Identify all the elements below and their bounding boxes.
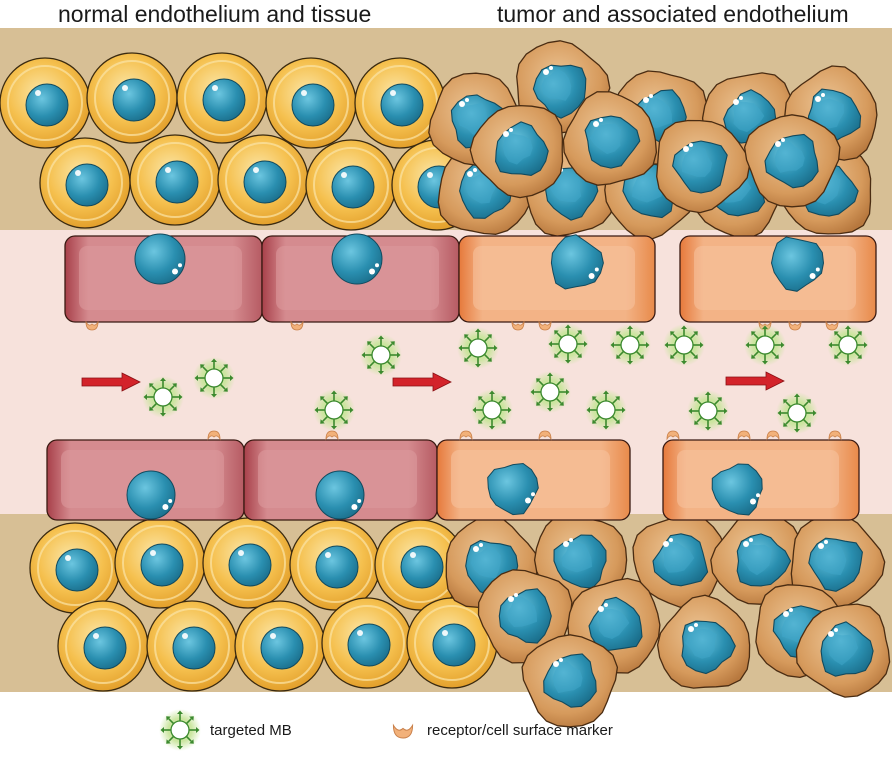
normal-cell (305, 139, 397, 231)
normal-cell (406, 597, 498, 689)
receptor-icon (85, 320, 99, 331)
normal-cell (86, 52, 178, 144)
microbubble-icon (529, 371, 571, 413)
tumor-cell (710, 511, 806, 605)
tumor-cells (428, 40, 891, 728)
tumor-cell (656, 594, 751, 689)
endothelial-nucleus (550, 234, 604, 290)
normal-cell (289, 519, 381, 611)
receptor-icon (825, 320, 839, 331)
microbubble-icon (744, 324, 786, 366)
microbubble-icon (547, 323, 589, 365)
tumor-cell (795, 603, 891, 698)
receptor-icon (459, 430, 473, 441)
microbubble-icon (313, 389, 355, 431)
normal-cell (176, 52, 268, 144)
legend-mb-label: targeted MB (210, 722, 292, 739)
microbubble-icon (457, 327, 499, 369)
normal-cell (0, 57, 91, 149)
microbubble-icon (827, 324, 869, 366)
normal-cell (321, 597, 413, 689)
microbubble-icon (609, 324, 651, 366)
receptor-icon (766, 430, 780, 441)
microbubble-icon (360, 334, 402, 376)
microbubble-icon (585, 389, 627, 431)
tumor-cell (743, 114, 841, 208)
receptor-icon (207, 430, 221, 441)
flow-arrow-icon (81, 372, 141, 392)
microbubble-icon (142, 376, 184, 418)
microbubble-icon (776, 392, 818, 434)
receptors (85, 320, 842, 441)
normal-cell (57, 600, 149, 692)
receptor-icon (538, 320, 552, 331)
receptor-icon (511, 320, 525, 331)
normal-cell (114, 517, 206, 609)
receptor-icon (828, 430, 842, 441)
receptor-icon (737, 430, 751, 441)
tumor-cell (521, 634, 619, 728)
tumor-cell (790, 514, 886, 608)
normal-cell (354, 57, 446, 149)
endothelial-nucleus (134, 233, 186, 285)
endothelial-nucleus (315, 470, 365, 520)
normal-cell (234, 600, 326, 692)
endothelial-nucleus (126, 470, 176, 520)
microbubble-icon (471, 389, 513, 431)
normal-cell (202, 517, 294, 609)
flow-arrow-icon (392, 372, 452, 392)
normal-tissue-cells (0, 52, 498, 692)
title-normal-tissue: normal endothelium and tissue (58, 1, 372, 27)
receptor-icon (538, 430, 552, 441)
microbubble-icon (193, 357, 235, 399)
normal-cell (265, 57, 357, 149)
flow-arrows (81, 371, 785, 392)
microbubble-icon (687, 390, 729, 432)
normal-cell (129, 134, 221, 226)
tumor-cell (656, 119, 751, 214)
normal-cell (39, 137, 131, 229)
tumor-cell (469, 104, 564, 199)
legend (159, 709, 414, 751)
tumor-cell (562, 91, 658, 186)
receptor-icon (325, 430, 339, 441)
legend-receptor-icon (392, 723, 414, 739)
microbubble-icon (663, 324, 705, 366)
flow-arrow-icon (725, 371, 785, 391)
normal-cell (146, 600, 238, 692)
receptor-icon (666, 430, 680, 441)
endothelial-nucleus (770, 236, 825, 292)
title-tumor-tissue: tumor and associated endothelium (497, 1, 849, 27)
legend-microbubble-icon (159, 709, 201, 751)
normal-cell (29, 522, 121, 614)
endothelial-cells (46, 233, 877, 521)
microbubbles (142, 323, 869, 434)
endothelial-nucleus (487, 462, 539, 516)
legend-receptor-label: receptor/cell surface marker (427, 722, 613, 739)
endothelial-nucleus (711, 463, 763, 516)
vessel-diagram (0, 28, 892, 751)
receptor-icon (788, 320, 802, 331)
endothelial-nucleus (331, 233, 383, 285)
receptor-icon (290, 320, 304, 331)
normal-cell (217, 134, 309, 226)
